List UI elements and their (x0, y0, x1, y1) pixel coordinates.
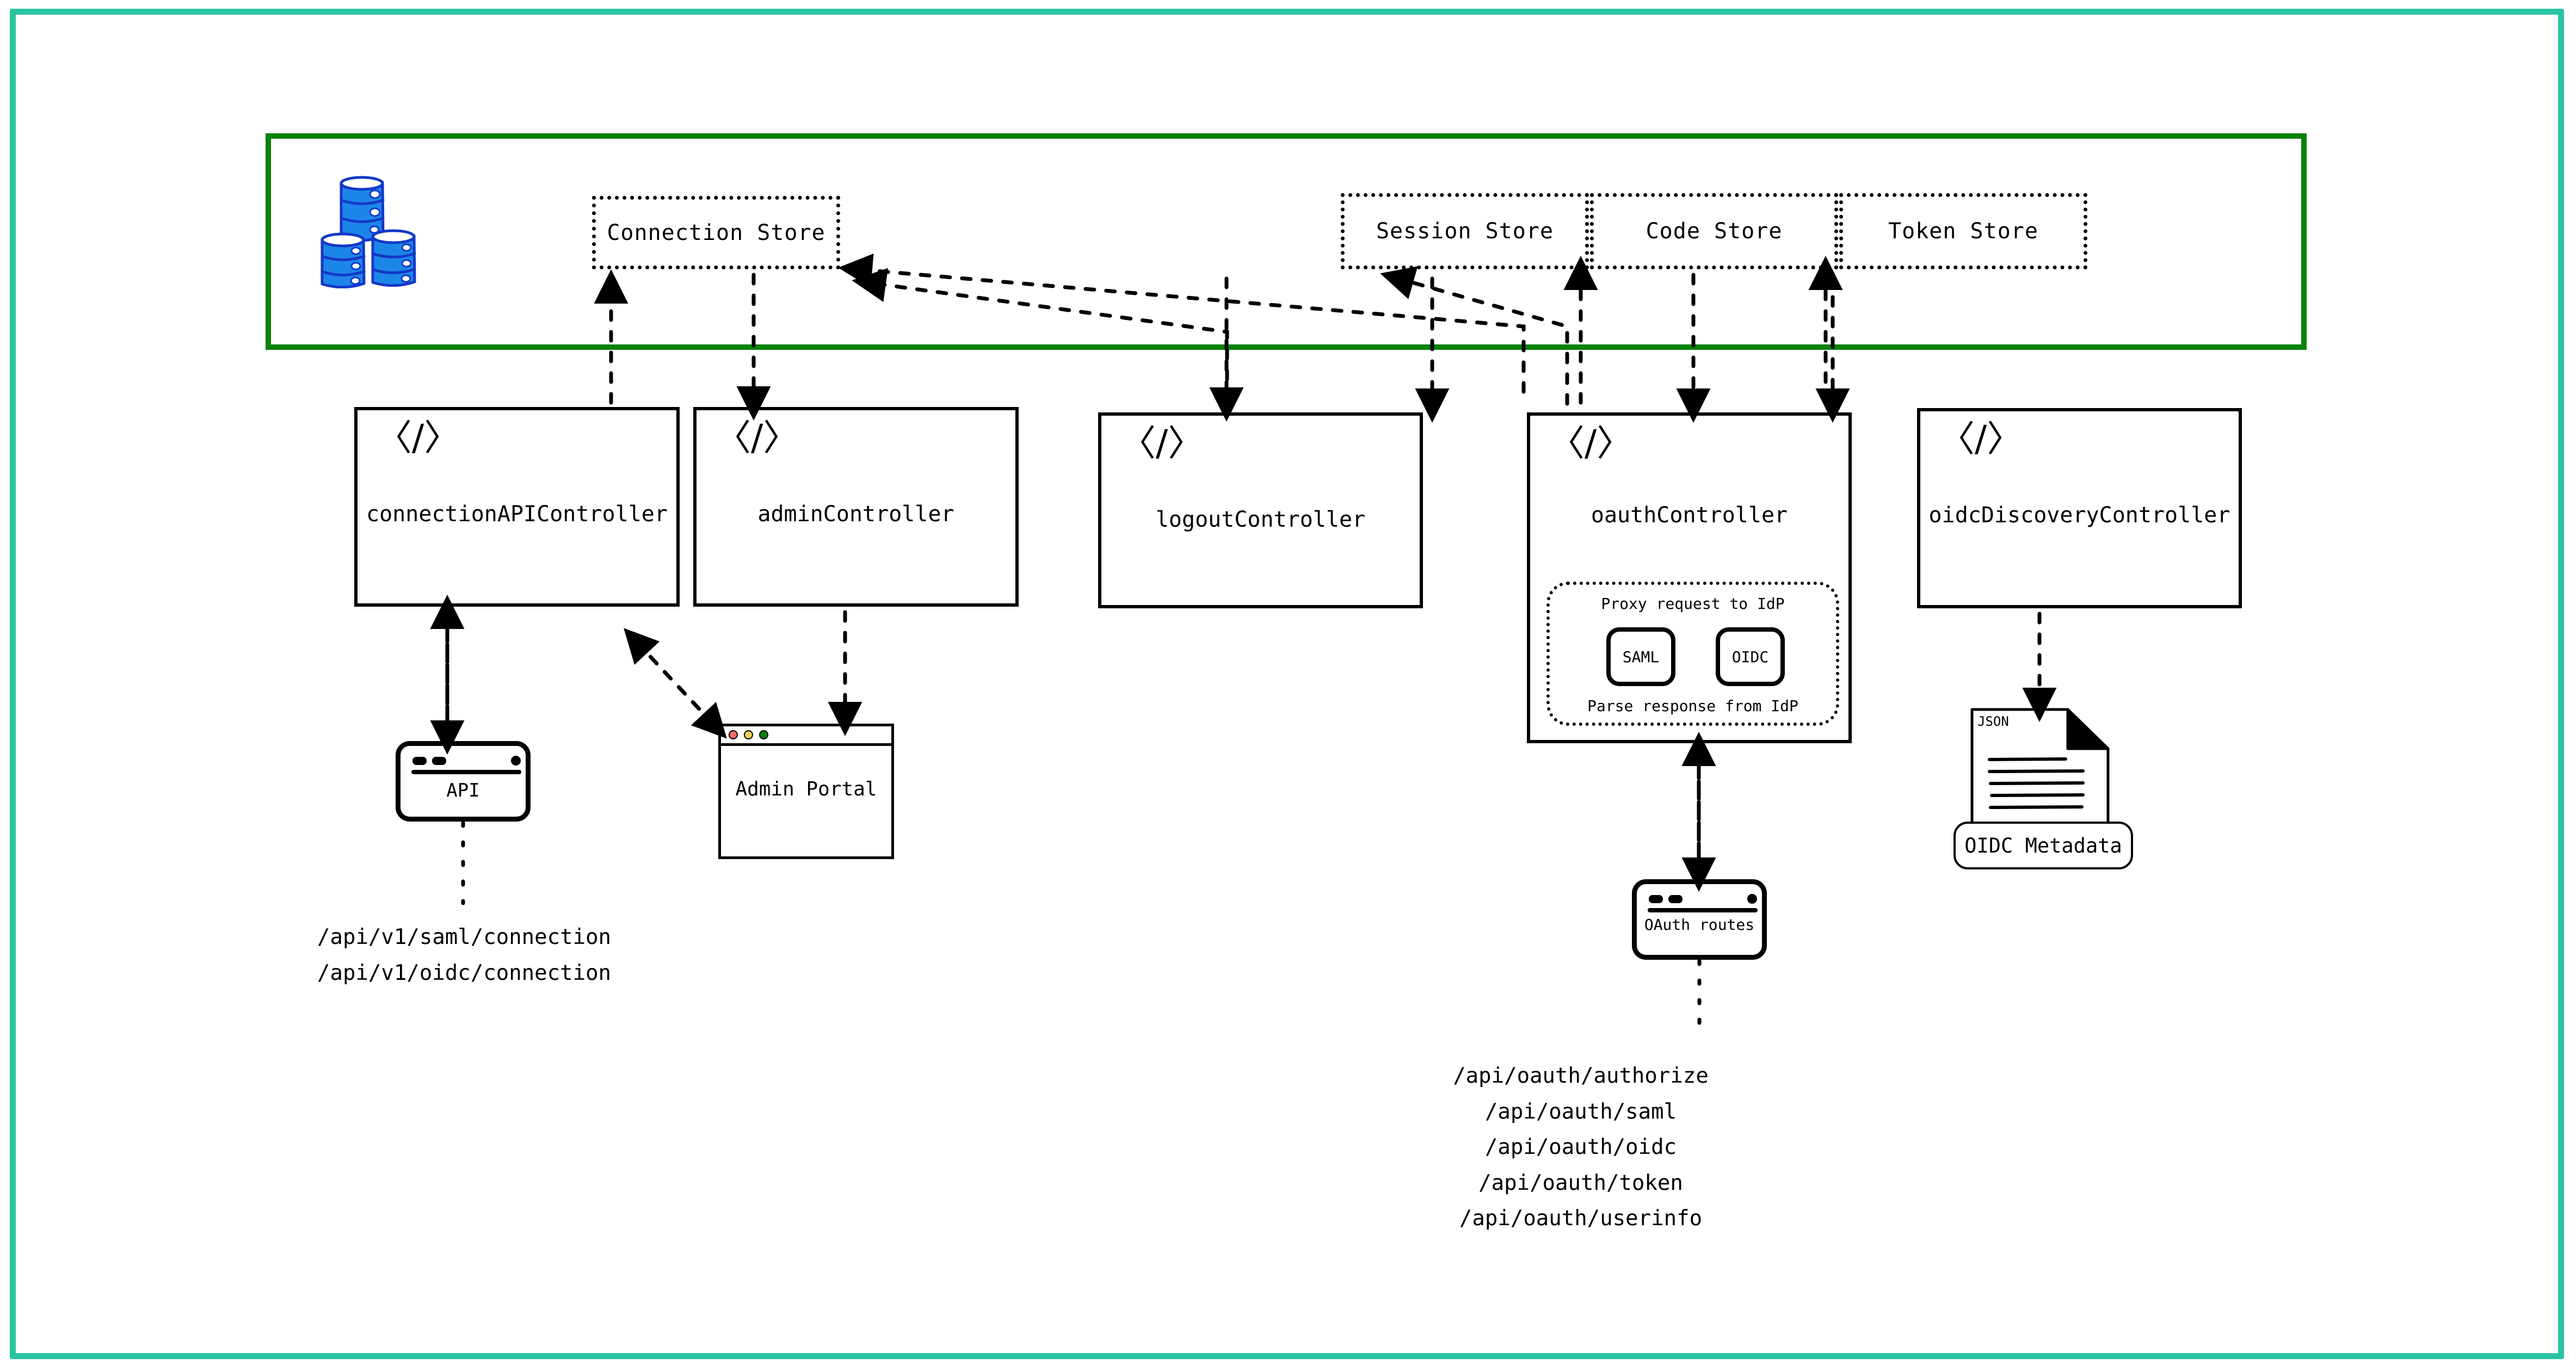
minimize-icon[interactable] (744, 730, 753, 739)
oidc-chip[interactable]: OIDC (1716, 627, 1785, 686)
idp-proxy-group: Proxy request to IdP SAML OIDC Parse res… (1546, 582, 1839, 726)
connection-store-label: Connection Store (607, 220, 825, 245)
oauth-endpoints-list: /api/oauth/authorize /api/oauth/saml /ap… (1453, 1058, 1709, 1237)
api-node[interactable]: API (396, 741, 531, 822)
connection-store-box[interactable]: Connection Store (592, 196, 840, 269)
outer-frame (10, 9, 2564, 1359)
json-doc-type-label: JSON (1977, 714, 2009, 729)
endpoint-item: /api/oauth/authorize (1453, 1064, 1709, 1088)
admin-portal-node[interactable]: Admin Portal (718, 724, 894, 859)
code-store-label: Code Store (1646, 219, 1783, 244)
parse-response-caption: Parse response from IdP (1587, 697, 1798, 715)
endpoint-item: /api/oauth/oidc (1484, 1135, 1677, 1160)
oauth-controller-label: oauthController (1591, 503, 1788, 528)
connection-api-controller-box[interactable]: 〈/〉 connectionAPIController (354, 407, 680, 607)
oauth-routes-node-label: OAuth routes (1644, 916, 1755, 934)
oidc-chip-label: OIDC (1731, 647, 1769, 666)
code-icon: 〈/〉 (1939, 418, 2023, 460)
code-icon: 〈/〉 (1120, 422, 1204, 464)
database-cylinders-icon (307, 163, 433, 289)
token-store-box[interactable]: Token Store (1839, 193, 2087, 269)
endpoint-item: /api/oauth/saml (1484, 1099, 1677, 1124)
code-icon: 〈/〉 (715, 417, 799, 459)
browser-window-icon (411, 756, 521, 774)
logout-controller-box[interactable]: 〈/〉 logoutController (1098, 412, 1423, 608)
admin-portal-titlebar (721, 726, 891, 746)
proxy-request-caption: Proxy request to IdP (1601, 595, 1785, 613)
admin-portal-label: Admin Portal (735, 778, 877, 800)
saml-chip[interactable]: SAML (1606, 627, 1675, 686)
code-icon: 〈/〉 (376, 417, 460, 459)
token-store-label: Token Store (1888, 219, 2038, 244)
endpoint-item: /api/oauth/token (1478, 1170, 1683, 1195)
saml-chip-label: SAML (1622, 647, 1660, 666)
session-store-box[interactable]: Session Store (1341, 193, 1589, 269)
api-node-label: API (446, 780, 480, 801)
connection-api-controller-label: connectionAPIController (366, 502, 668, 527)
oidc-metadata-label[interactable]: OIDC Metadata (1953, 822, 2133, 869)
endpoint-item: /api/oauth/userinfo (1459, 1206, 1703, 1231)
code-icon: 〈/〉 (1549, 422, 1633, 464)
logout-controller-label: logoutController (1155, 507, 1366, 532)
maximize-icon[interactable] (759, 730, 768, 739)
oauth-controller-box[interactable]: 〈/〉 oauthController Proxy request to IdP… (1527, 412, 1852, 743)
connection-endpoints-list: /api/v1/saml/connection /api/v1/oidc/con… (317, 919, 611, 991)
oidc-metadata-text: OIDC Metadata (1964, 834, 2122, 857)
oauth-routes-node[interactable]: OAuth routes (1632, 879, 1767, 960)
endpoint-item: /api/v1/oidc/connection (317, 960, 612, 985)
oidc-discovery-controller-box[interactable]: 〈/〉 oidcDiscoveryController (1917, 408, 2242, 608)
close-icon[interactable] (729, 730, 738, 739)
endpoint-item: /api/v1/saml/connection (317, 925, 612, 949)
code-store-box[interactable]: Code Store (1590, 193, 1838, 269)
admin-controller-box[interactable]: 〈/〉 adminController (693, 407, 1019, 607)
admin-controller-label: adminController (757, 502, 954, 527)
browser-window-icon (1648, 894, 1758, 912)
oidc-discovery-controller-label: oidcDiscoveryController (1928, 503, 2230, 528)
session-store-label: Session Store (1376, 219, 1554, 244)
